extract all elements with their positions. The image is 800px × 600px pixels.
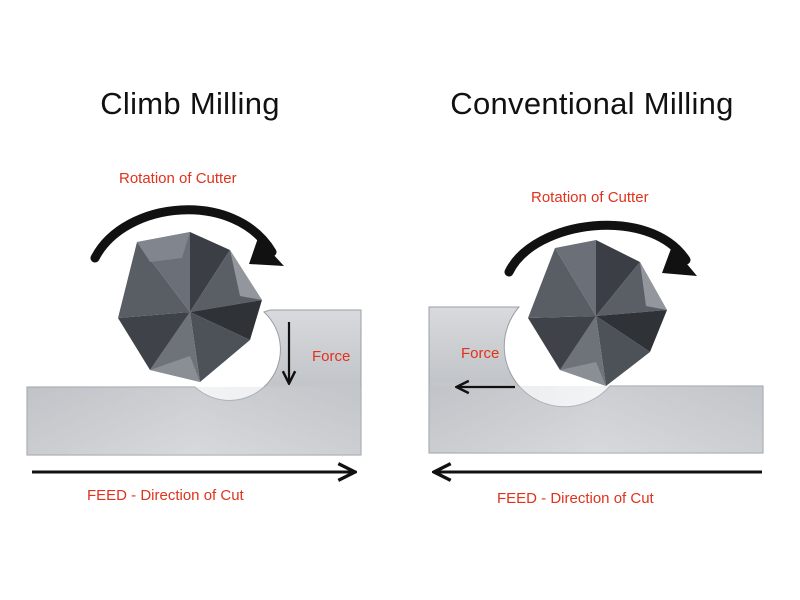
climb-title: Climb Milling — [100, 86, 280, 121]
conventional-title: Conventional Milling — [450, 86, 734, 121]
conventional-workpiece — [428, 306, 764, 454]
conventional-feed-label: FEED - Direction of Cut — [497, 490, 654, 507]
climb-cutter-icon — [118, 232, 262, 384]
climb-rotation-arrow — [90, 205, 277, 263]
climb-force-label: Force — [312, 348, 351, 365]
conventional-cutter-icon — [528, 240, 667, 386]
climb-rotation-label: Rotation of Cutter — [119, 170, 237, 187]
climb-workpiece — [26, 309, 362, 456]
conventional-rotation-label: Rotation of Cutter — [531, 189, 649, 206]
climb-feed-label: FEED - Direction of Cut — [87, 487, 244, 504]
climb-rotation-arrowhead — [249, 238, 284, 266]
conventional-rotation-arrow — [504, 220, 691, 277]
conventional-rotation-arrowhead — [662, 246, 697, 276]
conventional-force-label: Force — [461, 345, 500, 362]
